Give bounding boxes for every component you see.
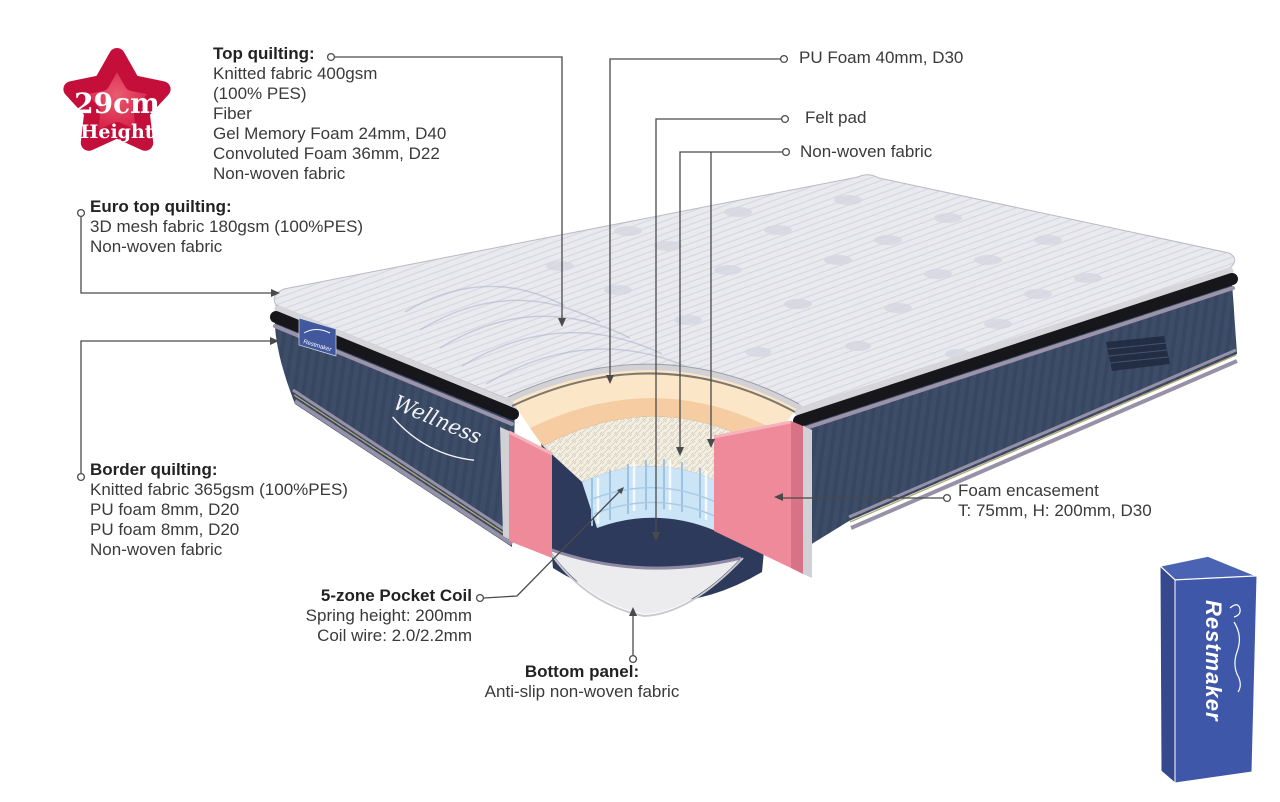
connector-arrowheads <box>270 289 783 616</box>
border-quilting-label: Border quilting: Knitted fabric 365gsm (… <box>90 460 348 559</box>
border-vent-patch <box>1106 336 1170 371</box>
box-brand-text: Restmaker <box>1201 600 1226 722</box>
pocket-coils-layer <box>582 459 728 531</box>
border-face-right <box>797 268 1238 545</box>
border-face-left <box>274 305 515 547</box>
bottom-panel-title: Bottom panel: <box>524 662 640 681</box>
connector-lines <box>80 56 943 655</box>
cutaway <box>500 363 812 618</box>
mattress-illustration: Restmaker Wellness <box>270 174 1238 618</box>
pu-foam-label: PU Foam 40mm, D30 <box>799 48 964 67</box>
felt-pad-label: Felt pad <box>805 108 867 127</box>
bottom-panel-label: Bottom panel: Anti-slip non-woven fabric <box>452 662 712 702</box>
badge-value: 29cm <box>74 87 160 120</box>
top-quilting-label: Top quilting: Knitted fabric 400gsm (100… <box>213 44 447 183</box>
top-quilting-title: Top quilting: <box>213 44 315 63</box>
euro-top-quilting-label: Euro top quilting: 3D mesh fabric 180gsm… <box>90 197 364 256</box>
connector-dots <box>76 52 952 664</box>
euro-top-title: Euro top quilting: <box>90 197 232 216</box>
star-icon <box>63 48 171 151</box>
restmaker-box: Restmaker <box>1158 555 1258 785</box>
badge-label: Height <box>80 121 153 143</box>
bottom-panel-layer <box>548 547 744 618</box>
foam-encasement-label: Foam encasement T: 75mm, H: 200mm, D30 <box>958 481 1152 520</box>
height-badge: 29cm Height <box>63 48 171 151</box>
pocket-coil-label: 5-zone Pocket Coil Spring height: 200mm … <box>262 586 472 646</box>
pocket-coil-title: 5-zone Pocket Coil <box>320 586 472 605</box>
pillowtop-edge-right <box>793 267 1238 432</box>
non-woven-label: Non-woven fabric <box>800 142 933 161</box>
foam-encasement-left <box>500 427 553 558</box>
sleeping-figure-icon <box>1229 604 1241 693</box>
border-quilting-title: Border quilting: <box>90 460 218 479</box>
quilt-wave-lines <box>404 285 695 385</box>
